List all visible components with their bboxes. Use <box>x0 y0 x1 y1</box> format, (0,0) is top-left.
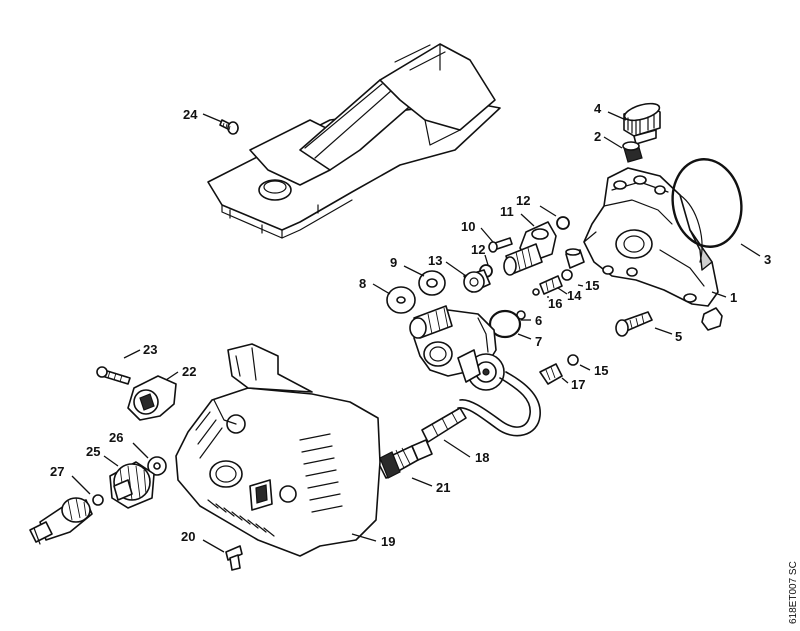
callout-22: 22 <box>182 364 196 379</box>
callout-19: 19 <box>381 534 395 549</box>
part-screw-20 <box>225 545 243 571</box>
part-ring-15b <box>567 354 579 366</box>
part-o-ring-7 <box>488 309 522 339</box>
part-washer-8 <box>386 286 416 314</box>
part-bolt-23 <box>96 366 131 385</box>
part-bolt-5 <box>615 311 653 337</box>
part-screw-10 <box>488 237 513 253</box>
part-hose-18 <box>421 371 541 443</box>
callout-25: 25 <box>86 444 100 459</box>
callout-4: 4 <box>594 101 602 116</box>
callouts: 24 4 2 3 1 5 12 11 10 12 13 9 8 6 7 14 1… <box>50 101 771 549</box>
part-o-ring-3 <box>671 158 743 248</box>
part-ring-16 <box>532 288 540 296</box>
part-ring-15a <box>561 269 573 281</box>
callout-27: 27 <box>50 464 64 479</box>
callout-12b: 12 <box>471 242 485 257</box>
part-washer-9 <box>418 270 446 296</box>
callout-8: 8 <box>359 276 366 291</box>
callout-16: 16 <box>548 296 562 311</box>
callout-21: 21 <box>436 480 450 495</box>
callout-2: 2 <box>594 129 601 144</box>
callout-23: 23 <box>143 342 157 357</box>
callout-1: 1 <box>730 290 737 305</box>
leader-lines <box>71 111 761 553</box>
part-ring-25 <box>92 494 104 506</box>
part-bushing-2 <box>622 141 643 163</box>
part-nut-1 <box>701 307 723 331</box>
part-fitting-14 <box>539 275 563 295</box>
callout-3: 3 <box>764 252 771 267</box>
part-elbow-11 <box>503 221 557 276</box>
callout-20: 20 <box>181 529 195 544</box>
part-nipple-17 <box>539 363 563 385</box>
part-ring-12a <box>556 216 570 230</box>
callout-18: 18 <box>475 450 489 465</box>
part-gear-25 <box>109 461 155 509</box>
callout-15a: 15 <box>585 278 599 293</box>
callout-15b: 15 <box>594 363 608 378</box>
part-valve-13 <box>463 269 491 293</box>
callout-5: 5 <box>675 329 682 344</box>
callout-13: 13 <box>428 253 442 268</box>
part-screw-24 <box>219 119 239 135</box>
callout-9: 9 <box>390 255 397 270</box>
callout-7: 7 <box>535 334 542 349</box>
part-cap-4 <box>623 102 661 145</box>
callout-17: 17 <box>571 377 585 392</box>
part-top-cover <box>207 43 501 239</box>
callout-24: 24 <box>183 107 198 122</box>
part-bracket-22 <box>127 375 177 421</box>
callout-14: 14 <box>567 288 582 303</box>
callout-6: 6 <box>535 313 542 328</box>
drawing-reference: 618ET007 SC <box>788 561 799 624</box>
part-washer-26-hole <box>153 462 161 470</box>
callout-12a: 12 <box>516 193 530 208</box>
part-coupling-27 <box>29 497 93 545</box>
callout-11: 11 <box>500 204 514 219</box>
part-connector-21 <box>377 439 433 479</box>
part-plug <box>565 248 585 269</box>
callout-10: 10 <box>461 219 475 234</box>
part-pump-housing <box>583 167 719 307</box>
callout-26: 26 <box>109 430 123 445</box>
part-shroud-19 <box>175 343 381 557</box>
part-valve-block <box>409 305 505 391</box>
